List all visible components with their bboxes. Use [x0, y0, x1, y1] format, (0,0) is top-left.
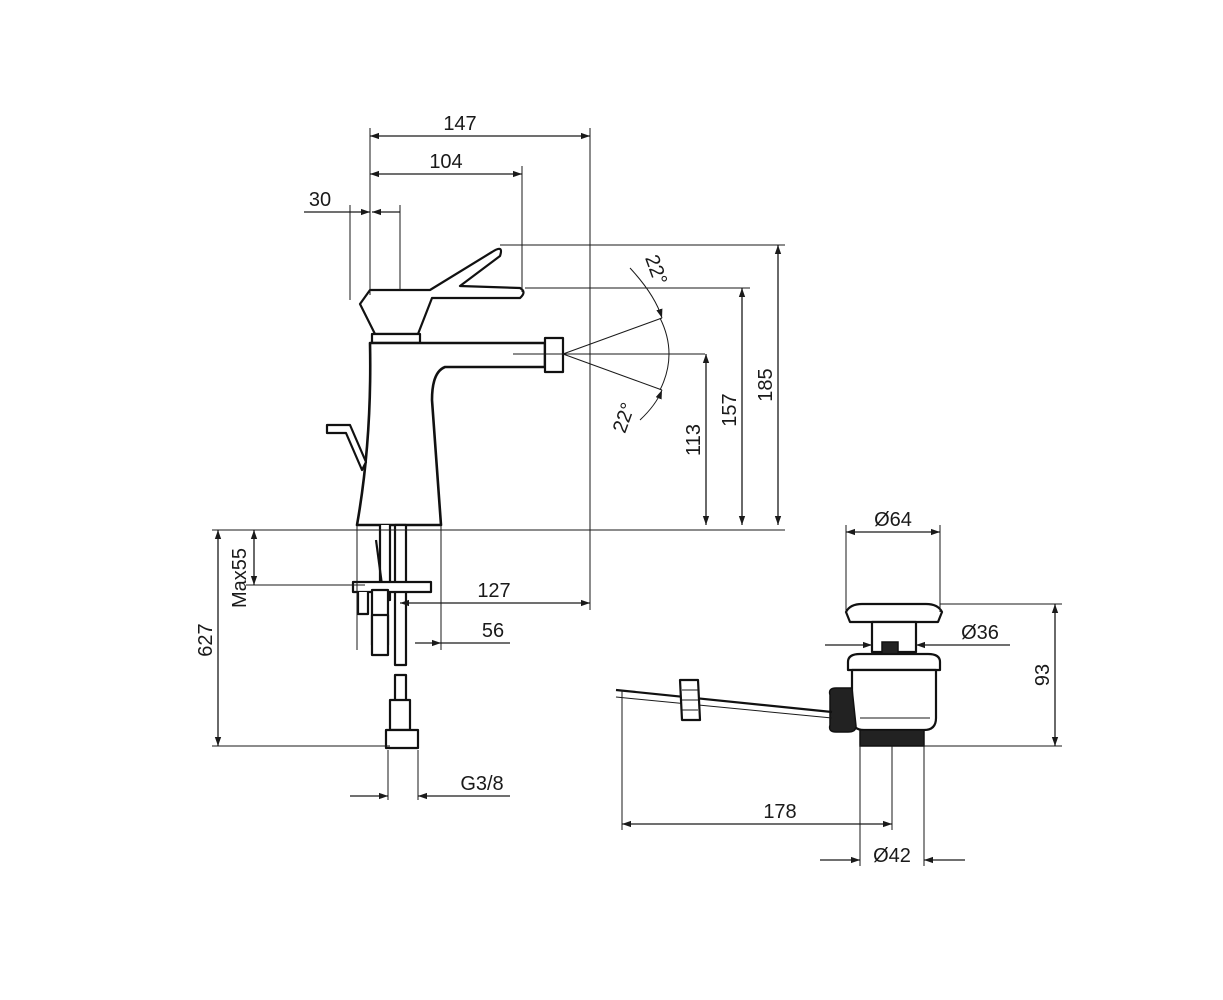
dim-22-bottom: 22° [609, 400, 640, 436]
hose-tube [393, 523, 408, 667]
pop-up-waste [615, 602, 944, 747]
dimension-labels-waste: Ø64 Ø36 93 178 Ø42 [763, 509, 1054, 867]
dim-157: 157 [719, 393, 741, 426]
rod-connector [828, 687, 857, 733]
hose-fitting [388, 698, 412, 732]
dim-147: 147 [443, 113, 476, 135]
dim-104: 104 [429, 151, 462, 173]
dim-627: 627 [195, 623, 217, 656]
control-rod [615, 688, 833, 714]
dim-113: 113 [683, 424, 705, 456]
dim-93: 93 [1032, 664, 1054, 686]
hose-nut [384, 728, 420, 750]
dim-178: 178 [763, 801, 796, 823]
fixing-nut [351, 580, 433, 594]
dim-d42: Ø42 [873, 845, 911, 867]
dim-185: 185 [755, 368, 777, 401]
aerator [543, 336, 565, 374]
waste-body [850, 668, 938, 732]
dim-127: 127 [477, 580, 510, 602]
dim-d36: Ø36 [961, 622, 999, 644]
dimension-lines-waste [621, 525, 1062, 866]
pop-up-rod [325, 423, 368, 472]
handle-cartridge [370, 332, 422, 345]
fixing-bracket [356, 592, 370, 616]
dim-g38: G3/8 [460, 773, 503, 795]
spray-angle [513, 267, 705, 421]
dim-30: 30 [309, 189, 331, 211]
dim-max55: Max55 [229, 548, 251, 608]
waste-flange [846, 652, 942, 672]
mixer-body [325, 247, 565, 750]
dim-d64: Ø64 [874, 509, 912, 531]
lever-handle [358, 247, 525, 336]
dim-56: 56 [482, 620, 504, 642]
waste-plug-cap [844, 602, 944, 624]
spout-body [355, 341, 547, 527]
bracket-foot [370, 613, 390, 657]
waste-thread [859, 729, 925, 747]
dim-22-top: 22° [640, 252, 671, 288]
dimension-lines [212, 128, 785, 800]
